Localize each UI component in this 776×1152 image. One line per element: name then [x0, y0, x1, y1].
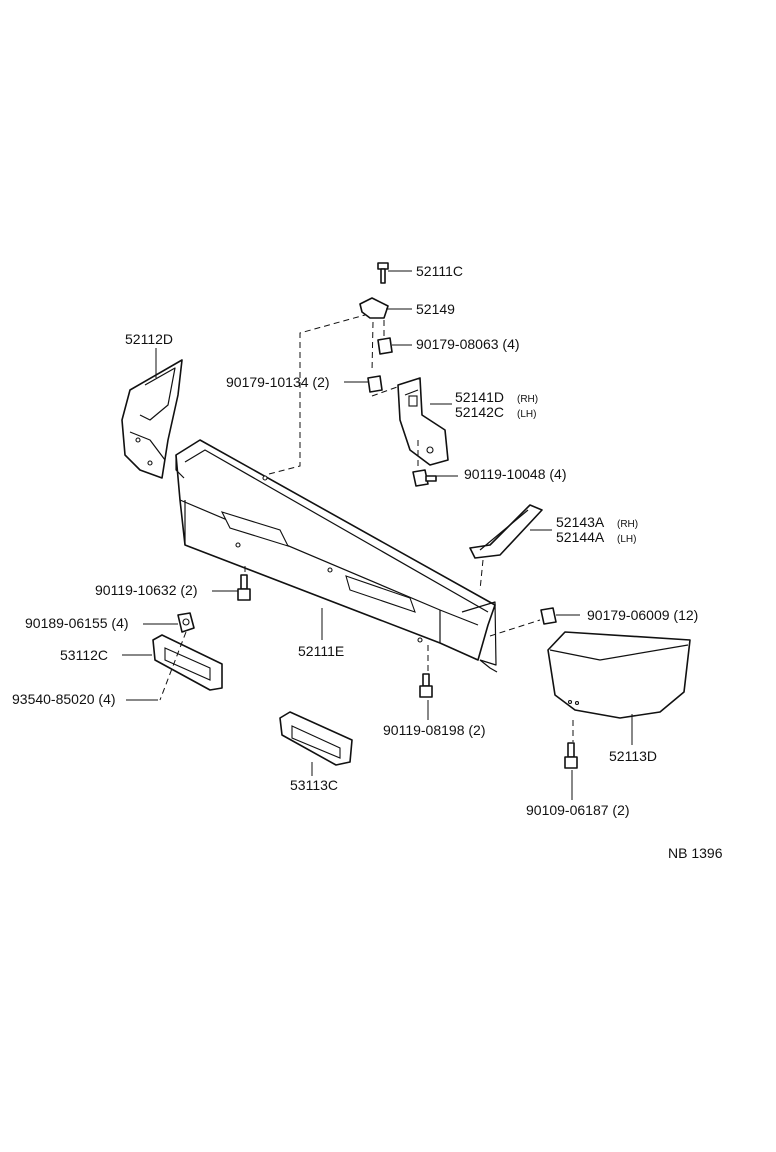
bolt-90119-10632	[237, 574, 251, 601]
label-52143A: 52143A	[556, 514, 605, 530]
label-52142C: 52142C	[455, 404, 504, 420]
bumper-bracket-52141D	[397, 377, 449, 466]
label-52112D: 52112D	[125, 331, 173, 347]
bumper-grille-53113C	[279, 711, 353, 766]
bolt-52111C	[377, 262, 389, 284]
bolt-90119-08198	[419, 673, 433, 698]
bolt-90119-10048	[412, 469, 437, 487]
label-53113C: 53113C	[290, 777, 338, 793]
clip-52149	[359, 297, 389, 319]
label-90119-10632: 90119-10632 (2)	[95, 582, 197, 598]
label-90179-06009: 90179-06009 (12)	[587, 607, 698, 623]
bolt-90109-06187	[564, 742, 578, 769]
bumper-grille-53112C	[152, 634, 223, 691]
label-52142C-side: (LH)	[517, 409, 536, 420]
bumper-side-52112D	[121, 359, 183, 479]
label-52141D-side: (RH)	[517, 394, 538, 405]
nut-90179-06009	[540, 607, 557, 625]
label-52149: 52149	[416, 301, 455, 317]
label-90119-08198: 90119-08198 (2)	[383, 722, 485, 738]
nut-90179-08063	[377, 337, 393, 355]
label-90189-06155: 90189-06155 (4)	[25, 615, 129, 631]
assembly-lines	[159, 314, 574, 742]
bumper-reinforcement-52111E	[175, 439, 498, 673]
label-52111C: 52111C	[416, 263, 463, 279]
label-52141D: 52141D	[455, 389, 504, 405]
label-90109-06187: 90109-06187 (2)	[526, 802, 630, 818]
label-90119-10048: 90119-10048 (4)	[464, 466, 566, 482]
label-90179-08063: 90179-08063 (4)	[416, 336, 520, 352]
leader-lines	[122, 270, 633, 800]
label-52144A-side: (LH)	[617, 534, 636, 545]
label-52144A: 52144A	[556, 529, 605, 545]
label-90179-10134: 90179-10134 (2)	[226, 374, 330, 390]
bumper-stay-52143A	[469, 504, 543, 559]
label-53112C: 53112C	[60, 647, 108, 663]
label-52111E: 52111E	[298, 643, 344, 659]
nut-90179-10134	[367, 375, 383, 393]
nut-90189-06155	[177, 612, 195, 633]
label-52113D: 52113D	[609, 748, 657, 764]
bumper-end-cover-52113D	[547, 631, 691, 719]
label-93540-85020: 93540-85020 (4)	[12, 691, 116, 707]
label-52143A-side: (RH)	[617, 519, 638, 530]
diagram-code: NB 1396	[668, 845, 723, 861]
